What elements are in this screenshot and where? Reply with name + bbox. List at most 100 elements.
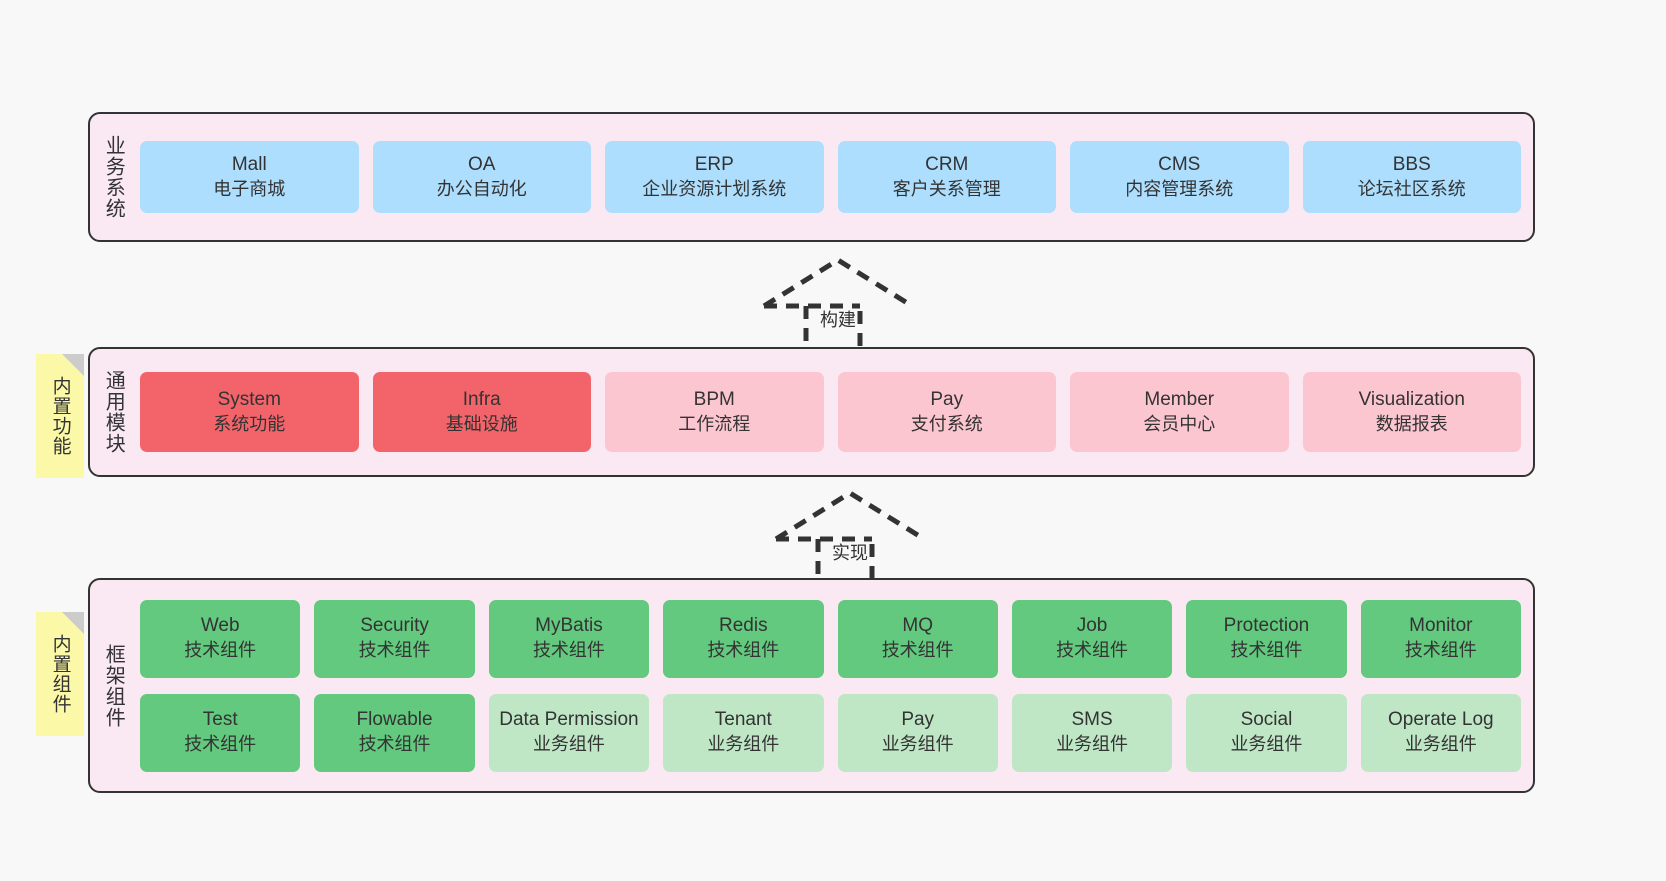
card-title: Web (200, 615, 240, 637)
card-pay-component[interactable]: Pay 业务组件 (837, 693, 998, 772)
card-subtitle: 技术组件 (358, 640, 431, 661)
card-subtitle: 业务组件 (707, 734, 780, 755)
card-member[interactable]: Member 会员中心 (1070, 372, 1289, 452)
card-subtitle: 技术组件 (1056, 640, 1129, 661)
layer-caption-common-modules: 通用模块 (102, 370, 125, 454)
card-crm[interactable]: CRM 客户关系管理 (837, 141, 1056, 213)
card-mybatis[interactable]: MyBatis 技术组件 (488, 599, 650, 678)
card-web[interactable]: Web 技术组件 (140, 599, 301, 678)
card-subtitle: 技术组件 (184, 734, 257, 755)
layer-caption-business-system: 业务系统 (102, 135, 125, 219)
card-subtitle: 业务组件 (1404, 734, 1477, 755)
card-job[interactable]: Job 技术组件 (1011, 599, 1173, 678)
card-protection[interactable]: Protection 技术组件 (1186, 599, 1347, 678)
card-subtitle: 技术组件 (707, 640, 780, 661)
card-title: Job (1076, 615, 1108, 637)
card-operate-log[interactable]: Operate Log 业务组件 (1360, 693, 1521, 772)
card-erp[interactable]: ERP 企业资源计划系统 (605, 141, 824, 213)
card-title: Monitor (1409, 615, 1473, 637)
card-title: Operate Log (1387, 709, 1494, 731)
card-title: Tenant (714, 709, 772, 731)
note-builtin-components: 内置组件 (36, 612, 84, 736)
card-subtitle: 技术组件 (532, 640, 605, 661)
layer-business-system: 业务系统 Mall 电子商城 OA 办公自动化 ERP 企业资源计划系统 CRM… (88, 112, 1535, 242)
card-tenant[interactable]: Tenant 业务组件 (663, 693, 824, 772)
card-monitor[interactable]: Monitor 技术组件 (1360, 599, 1521, 678)
card-flowable[interactable]: Flowable 技术组件 (314, 693, 475, 772)
card-title: System (217, 388, 281, 410)
card-infra[interactable]: Infra 基础设施 (372, 372, 591, 452)
card-title: Infra (462, 388, 501, 410)
layer-framework-components: 框架组件 Web 技术组件 Security 技术组件 MyBatis 技术组件… (88, 578, 1535, 793)
card-security[interactable]: Security 技术组件 (314, 599, 475, 678)
card-row: Test 技术组件 Flowable 技术组件 Data Permission … (140, 693, 1521, 772)
card-subtitle: 客户关系管理 (892, 178, 1001, 199)
connector-label: 实现 (832, 543, 868, 563)
card-mall[interactable]: Mall 电子商城 (140, 141, 359, 213)
card-system[interactable]: System 系统功能 (140, 372, 359, 452)
card-subtitle: 技术组件 (1230, 640, 1303, 661)
card-subtitle: 会员中心 (1143, 413, 1216, 434)
card-pay-module[interactable]: Pay 支付系统 (837, 372, 1056, 452)
card-subtitle: 企业资源计划系统 (642, 178, 787, 199)
card-cms[interactable]: CMS 内容管理系统 (1070, 141, 1289, 213)
card-row: System 系统功能 Infra 基础设施 BPM 工作流程 Pay 支付系统… (140, 372, 1521, 452)
card-title: Member (1144, 388, 1215, 410)
card-subtitle: 工作流程 (678, 413, 751, 434)
card-title: SMS (1071, 709, 1113, 731)
card-subtitle: 电子商城 (213, 178, 286, 199)
card-social[interactable]: Social 业务组件 (1186, 693, 1347, 772)
layer-common-modules: 通用模块 System 系统功能 Infra 基础设施 BPM 工作流程 Pay… (88, 347, 1535, 477)
layer-caption-framework-components: 框架组件 (102, 643, 125, 728)
card-title: Pay (901, 709, 935, 731)
layer-body-business-system: Mall 电子商城 OA 办公自动化 ERP 企业资源计划系统 CRM 客户关系… (136, 114, 1533, 240)
card-mq[interactable]: MQ 技术组件 (837, 599, 998, 678)
card-title: OA (468, 153, 496, 175)
card-subtitle: 业务组件 (1230, 734, 1303, 755)
card-title: Social (1240, 709, 1293, 731)
card-title: Pay (930, 388, 964, 410)
connector-build: 构建 (748, 254, 928, 358)
card-oa[interactable]: OA 办公自动化 (372, 141, 591, 213)
note-builtin-functions: 内置功能 (36, 354, 84, 478)
card-subtitle: 内容管理系统 (1125, 178, 1234, 199)
card-subtitle: 支付系统 (910, 413, 983, 434)
card-subtitle: 业务组件 (881, 734, 954, 755)
card-subtitle: 技术组件 (1404, 640, 1477, 661)
card-sms[interactable]: SMS 业务组件 (1011, 693, 1173, 772)
card-data-permission[interactable]: Data Permission 业务组件 (488, 693, 650, 772)
card-title: MQ (902, 615, 933, 637)
card-title: CMS (1158, 153, 1201, 175)
card-title: Data Permission (499, 709, 639, 731)
connector-realize: 实现 (760, 487, 940, 591)
card-title: Protection (1223, 615, 1310, 637)
card-title: Test (202, 709, 238, 731)
card-title: BBS (1392, 153, 1431, 175)
card-subtitle: 办公自动化 (436, 178, 527, 199)
layer-body-framework-components: Web 技术组件 Security 技术组件 MyBatis 技术组件 Redi… (136, 580, 1533, 791)
card-row: Mall 电子商城 OA 办公自动化 ERP 企业资源计划系统 CRM 客户关系… (140, 141, 1521, 213)
card-title: Redis (719, 615, 768, 637)
card-redis[interactable]: Redis 技术组件 (663, 599, 824, 678)
card-bbs[interactable]: BBS 论坛社区系统 (1302, 141, 1521, 213)
card-subtitle: 技术组件 (184, 640, 257, 661)
card-title: Security (360, 615, 429, 637)
layer-body-common-modules: System 系统功能 Infra 基础设施 BPM 工作流程 Pay 支付系统… (136, 349, 1533, 475)
card-visualization[interactable]: Visualization 数据报表 (1302, 372, 1521, 452)
connector-label: 构建 (820, 310, 856, 330)
card-title: Visualization (1358, 388, 1465, 410)
card-bpm[interactable]: BPM 工作流程 (605, 372, 824, 452)
card-subtitle: 技术组件 (358, 734, 431, 755)
card-subtitle: 系统功能 (213, 413, 286, 434)
card-subtitle: 数据报表 (1375, 413, 1448, 434)
card-title: BPM (693, 388, 735, 410)
card-subtitle: 业务组件 (1056, 734, 1129, 755)
card-test[interactable]: Test 技术组件 (140, 693, 301, 772)
card-subtitle: 基础设施 (445, 413, 518, 434)
card-title: Mall (231, 153, 267, 175)
card-subtitle: 技术组件 (881, 640, 954, 661)
card-title: Flowable (356, 709, 433, 731)
card-subtitle: 业务组件 (532, 734, 605, 755)
card-title: ERP (694, 153, 734, 175)
